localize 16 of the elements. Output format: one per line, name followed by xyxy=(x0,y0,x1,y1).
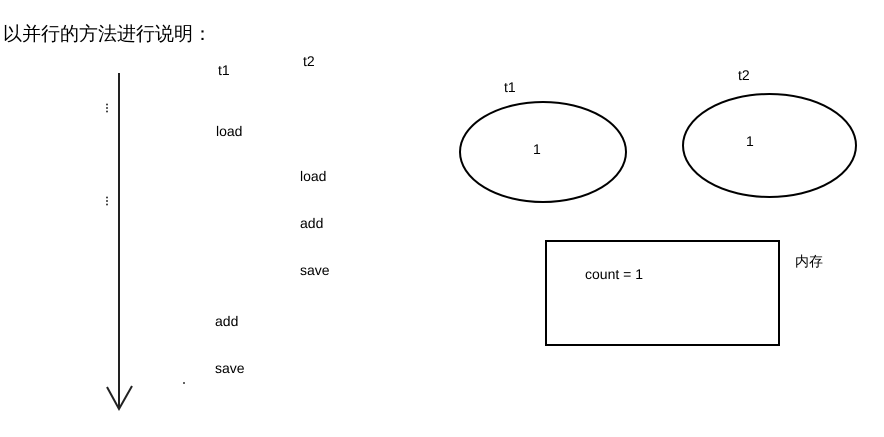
variable-text: count = 1 xyxy=(585,266,643,282)
column-heading: t1 xyxy=(218,62,230,78)
step-text: add xyxy=(215,313,238,329)
step-text: add xyxy=(300,215,324,231)
page-title: 以并行的方法进行说明： xyxy=(3,24,212,46)
box-caption: 内存 xyxy=(795,253,823,269)
thread-label: t1 xyxy=(504,79,516,95)
step-text: save xyxy=(300,262,330,278)
thread-label: t2 xyxy=(738,67,750,83)
column-heading: t2 xyxy=(303,53,315,69)
value-text: 1 xyxy=(746,133,754,149)
step-text: load xyxy=(216,123,242,139)
memory-box xyxy=(545,240,780,346)
step-text: save xyxy=(215,360,245,376)
step-text: load xyxy=(300,168,326,184)
value-text: 1 xyxy=(533,141,541,157)
